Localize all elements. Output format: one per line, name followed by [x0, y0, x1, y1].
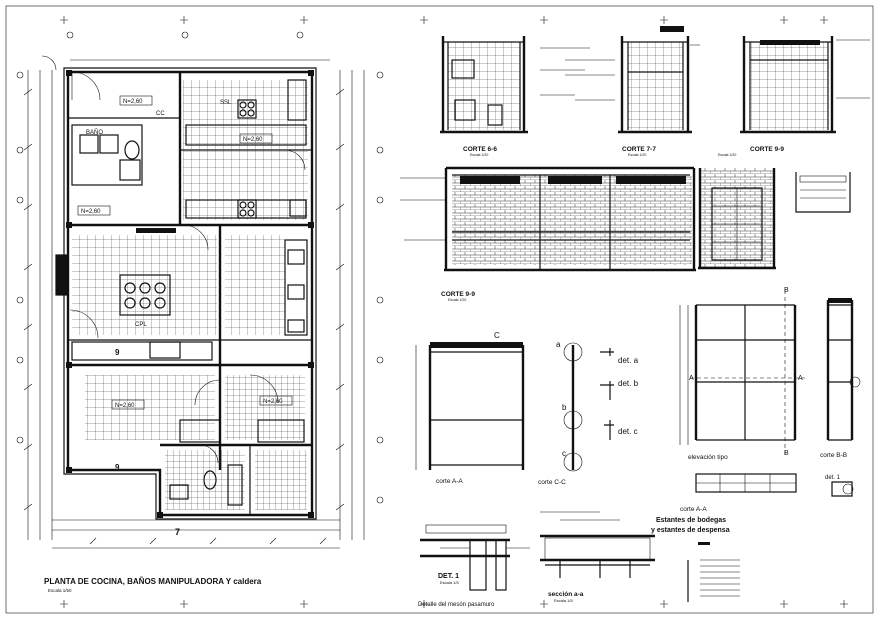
storage-tile-floor — [255, 450, 307, 510]
shelf-plan-a-a: corte A-A — [680, 473, 797, 513]
pantry-tile-floor — [225, 235, 285, 335]
detail-caption: Detalle del mesón pasamuro — [418, 602, 495, 608]
structural-columns — [66, 70, 314, 518]
section-6-6: CORTE 6-6 Escala 1/20 — [440, 36, 590, 157]
detail-marker: b — [562, 403, 567, 412]
main-kitchen-tile-floor — [72, 235, 217, 335]
room-label: SSL — [220, 100, 232, 106]
section-9-9-long: CORTE 9-9 Escala 1/20 — [400, 166, 776, 302]
detail-scale: Escala 1/5 — [554, 598, 573, 603]
detail-callout: det. c — [618, 427, 638, 436]
kitchen-tile-floor — [183, 80, 308, 220]
section-title: CORTE 9-9 — [750, 146, 784, 153]
detail-marker: B — [784, 287, 789, 294]
level-label: N=2,60 — [81, 209, 101, 215]
section-title: CORTE 7-7 — [622, 146, 656, 153]
section-title: CORTE 6-6 — [463, 146, 497, 153]
detail-title: det. 1 — [825, 475, 841, 481]
door-swings — [41, 55, 306, 464]
detail-scale: Escala 1/5 — [440, 580, 459, 585]
level-label: N=2,60 — [115, 403, 135, 409]
detail-marker: C — [494, 331, 500, 340]
detail-marker: A — [798, 375, 803, 382]
legend-title: Estantes de bodegas — [656, 517, 726, 524]
bathroom-fixtures — [71, 124, 305, 506]
detail-title: corte A-A — [680, 506, 707, 513]
detail-marker: a — [556, 340, 561, 349]
sheet-border — [5, 5, 874, 614]
detail-marker: B — [784, 450, 789, 457]
detail-1-small: det. 1 — [825, 475, 854, 497]
pass-through-counter-detail: DET. 1 Escala 1/5 Detalle del mesón pasa… — [418, 524, 530, 608]
detail-title: sección a-a — [548, 591, 584, 598]
detail-title: corte B-B — [820, 452, 847, 459]
level-label: N=2,60 — [123, 99, 143, 105]
dimension-ticks — [23, 88, 345, 545]
plan-dimension-label: 9 — [115, 463, 120, 472]
bathroom-tile-floor — [85, 375, 215, 440]
section-scale: Escala 1/20 — [628, 153, 646, 157]
section-7-7: CORTE 7-7 Escala 1/20 — [565, 26, 700, 157]
detail-marker: c — [562, 449, 566, 458]
level-label: N=2,60 — [243, 137, 263, 143]
detail-callout: det. a — [618, 356, 639, 365]
section-9-9-short: CORTE 9-9 Escala 1/20 — [718, 36, 870, 157]
detail-title: corte A-A — [436, 478, 463, 485]
legend-block: Estantes de bodegas y estantes de despen… — [651, 517, 740, 602]
service-tile-floor — [225, 375, 305, 440]
floor-plan: N=2,60 N=2,60 N=2,60 N=2,60 N=2,60 BAÑO … — [16, 31, 384, 593]
grid-axis-markers — [16, 31, 384, 504]
cupboard-section-a-a: C corte A-A — [415, 331, 525, 485]
plan-dimension-label: 7 — [175, 527, 180, 537]
kitchen-fixtures — [55, 79, 308, 361]
section-title: CORTE 9-9 — [441, 291, 475, 298]
plan-title: PLANTA DE COCINA, BAÑOS MANIPULADORA Y c… — [44, 577, 262, 586]
section-scale: Escala 1/20 — [470, 153, 488, 157]
legend-title: y estantes de despensa — [651, 527, 730, 534]
level-tags: N=2,60 N=2,60 N=2,60 N=2,60 N=2,60 — [77, 95, 293, 410]
boiler-tile-floor — [165, 450, 245, 510]
corner-crosshairs — [60, 16, 848, 608]
small-detail-box — [795, 172, 851, 213]
plan-dimension-label: 9 — [115, 348, 120, 357]
room-label: BAÑO — [86, 129, 103, 136]
room-label: CPL — [135, 322, 147, 328]
detail-callout: det. b — [618, 379, 639, 388]
shelf-elevation: A A B B elevación tipo — [679, 287, 805, 461]
shelf-section-b-b: corte B-B — [820, 298, 861, 459]
detail-title: DET. 1 — [438, 573, 459, 580]
room-label: CC — [156, 111, 165, 117]
plan-scale: Escala 1/50 — [48, 588, 72, 593]
detail-title: corte C-C — [538, 479, 566, 486]
section-a-a-bottom: sección a-a Escala 1/5 — [540, 511, 655, 603]
cupboard-section-c-c: a b c corte C-C det. a det. b det. c — [538, 340, 639, 486]
section-scale: Escala 1/20 — [448, 298, 466, 302]
detail-title: elevación tipo — [688, 454, 728, 461]
level-label: N=2,60 — [263, 399, 283, 405]
detail-marker: A — [689, 375, 694, 382]
section-scale: Escala 1/20 — [718, 153, 736, 157]
